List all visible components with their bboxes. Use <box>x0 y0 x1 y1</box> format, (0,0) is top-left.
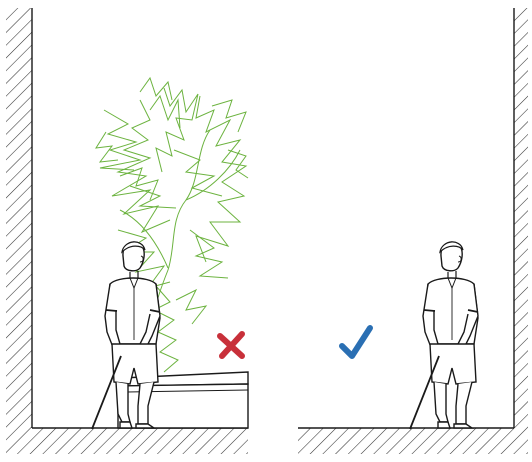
person-with-cane-left <box>92 242 160 429</box>
person-with-cane-right <box>410 242 478 429</box>
ground-left <box>6 428 248 454</box>
cross-mark-icon <box>220 334 242 356</box>
right-wall <box>514 8 528 428</box>
check-mark-icon <box>342 328 370 356</box>
left-wall <box>6 8 32 428</box>
ground-right <box>298 428 528 454</box>
